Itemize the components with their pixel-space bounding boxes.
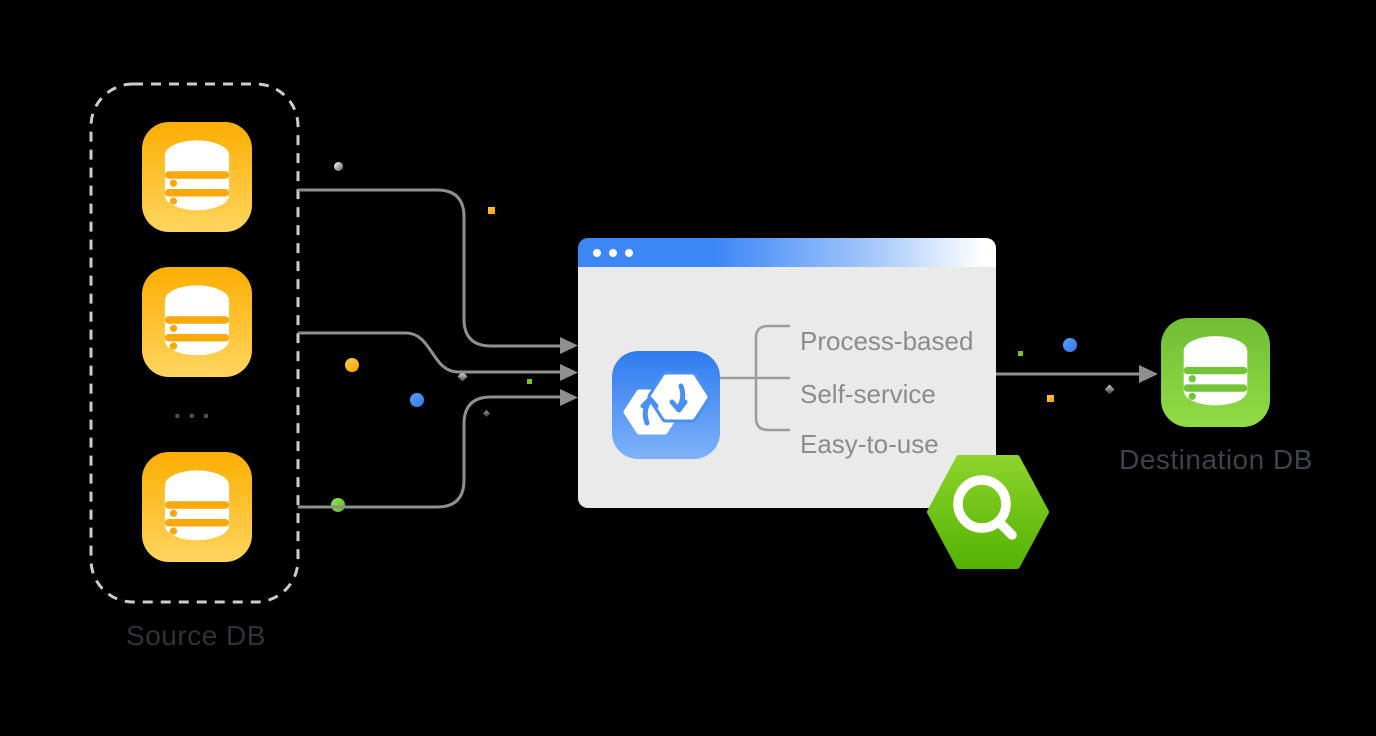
arrowhead-icon [560,389,578,406]
search-hexagon-icon [927,455,1049,569]
database-icon [1183,336,1248,406]
traffic-light-dot [625,248,633,257]
connector-middle [298,331,561,374]
traffic-light-dot [609,248,617,257]
arrowhead-icon [1139,365,1158,383]
traffic-light-dot [593,248,601,257]
database-icon [164,140,230,211]
source-database-icon [142,122,252,232]
source-database-icon [142,267,252,377]
connector-bottom [298,395,561,509]
deco-gray-dot [334,162,343,171]
feature-easy-to-use: Easy-to-use [800,429,939,459]
deco-gray-diamond [457,371,468,382]
deco-gray-diamond [1104,384,1115,395]
arrowhead-icon [560,337,578,354]
feature-self-service: Self-service [800,379,936,409]
deco-blue-dot [1063,338,1077,352]
magnifier-icon [953,475,1011,533]
search-hexagon-icon [925,452,1051,572]
deco-blue-dot [410,393,424,407]
more-databases-ellipsis: ··· [173,400,217,431]
deco-green-square [527,379,532,384]
destination-db-label: Destination DB [1119,444,1313,475]
window-titlebar [578,238,996,267]
deco-dark-diamond [482,409,491,418]
database-icon [164,285,230,356]
arrowhead-icon [560,364,578,381]
deco-orange-square [488,207,495,214]
connector-top [298,188,561,348]
destination-database-icon [1161,318,1270,427]
deco-orange-square [1047,395,1054,402]
deco-green-dot [331,498,345,512]
source-database-icon [142,452,252,562]
deco-yellow-dot [345,358,359,372]
source-db-label: Source DB [126,620,266,651]
feature-process-based: Process-based [800,326,974,356]
deco-green-square [1018,351,1023,356]
data-transfer-icon [612,351,720,459]
data-transfer-icon [612,351,720,459]
database-icon [164,470,230,541]
